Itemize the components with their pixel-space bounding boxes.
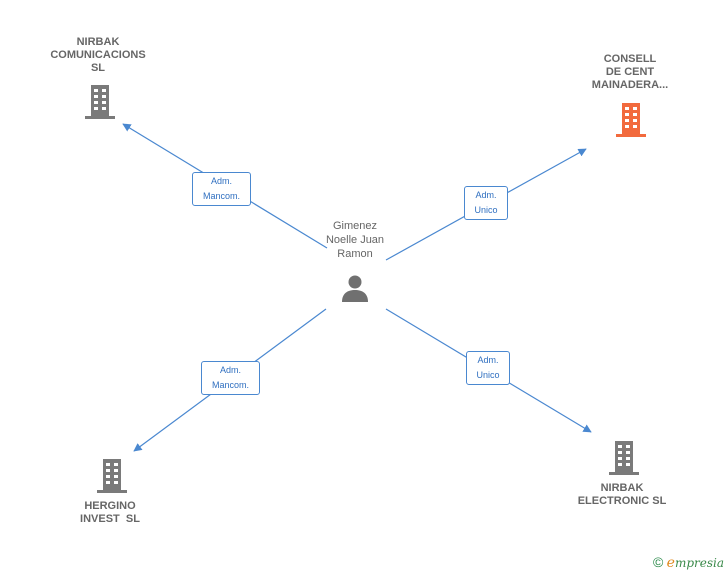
relation-label-line-1: Adm. [219, 365, 241, 375]
company-label-nirbak-comunicacions[interactable]: NIRBAK COMUNICACIONS SL [38, 36, 158, 75]
copyright-symbol: © [652, 554, 664, 570]
company-label-line-3: MAINADERA... [591, 79, 669, 91]
company-label-hergino-invest[interactable]: HERGINO INVEST SL [50, 500, 170, 526]
person-name[interactable]: Gimenez Noelle Juan Ramon [300, 219, 410, 261]
brand-logo-rest: mpresia [674, 556, 724, 570]
company-label-line-2: ELECTRONIC SL [577, 495, 667, 507]
relation-label-hergino-invest[interactable]: Adm. Mancom. [201, 361, 260, 395]
company-label-consell-de-cent[interactable]: CONSELL DE CENT MAINADERA... [570, 53, 690, 92]
relation-label-line-1: Adm. [477, 355, 499, 365]
person-name-line-1: Gimenez [332, 220, 378, 232]
company-label-line-3: SL [90, 62, 106, 74]
relation-label-consell-de-cent[interactable]: Adm. Unico [464, 186, 508, 220]
relation-label-line-1: Adm. [475, 190, 497, 200]
building-icon[interactable] [85, 85, 115, 119]
building-icon-highlighted[interactable] [616, 103, 646, 137]
relation-label-line-2: Mancom. [211, 380, 249, 390]
relation-label-line-1: Adm. [210, 176, 232, 186]
person-name-line-3: Ramon [337, 248, 373, 260]
company-label-line-2: INVEST SL [80, 513, 140, 525]
company-label-line-1: NIRBAK [76, 36, 120, 48]
company-label-line-1: HERGINO [84, 500, 136, 512]
building-icon[interactable] [97, 459, 127, 493]
relation-label-nirbak-comunicacions[interactable]: Adm. Mancom. [192, 172, 251, 206]
company-label-nirbak-electronic[interactable]: NIRBAK ELECTRONIC SL [562, 482, 682, 508]
company-label-line-1: NIRBAK [600, 482, 644, 494]
relation-label-line-2: Unico [474, 205, 498, 215]
company-label-line-1: CONSELL [603, 53, 657, 65]
person-icon[interactable] [340, 273, 370, 303]
company-label-line-2: DE CENT [605, 66, 655, 78]
relation-label-line-2: Mancom. [202, 191, 240, 201]
brand-footer: © empresia [653, 554, 724, 571]
company-label-line-2: COMUNICACIONS [50, 49, 146, 61]
building-icon[interactable] [609, 441, 639, 475]
brand-logo-initial: e [666, 555, 675, 571]
person-name-line-2: Noelle Juan [325, 234, 385, 246]
brand-logo[interactable]: empresia [666, 555, 724, 571]
relation-label-line-2: Unico [476, 370, 500, 380]
relation-label-nirbak-electronic[interactable]: Adm. Unico [466, 351, 510, 385]
